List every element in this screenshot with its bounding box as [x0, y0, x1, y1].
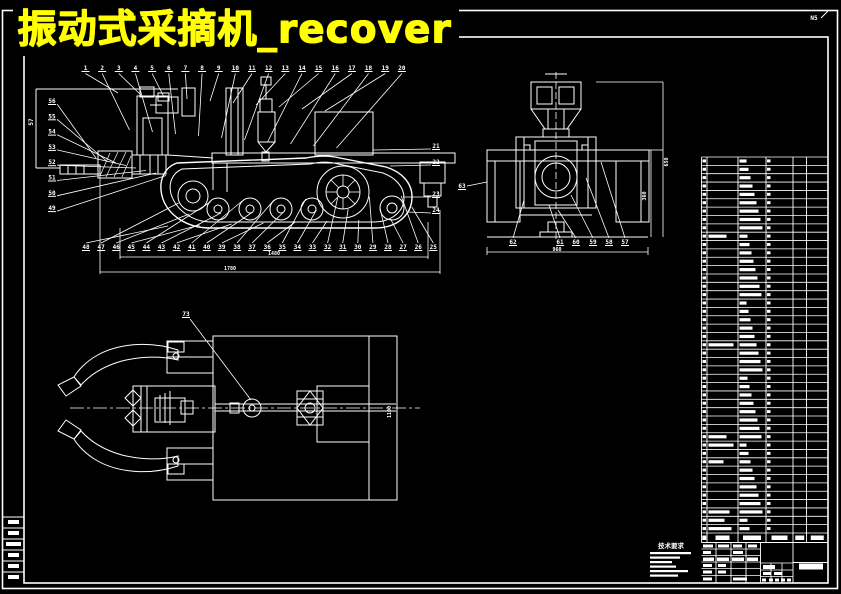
svg-text:960: 960 [552, 247, 561, 253]
drawing-title: 振动式采摘机_recover [13, 6, 460, 56]
svg-text:16: 16 [332, 65, 340, 72]
svg-text:1: 1 [84, 65, 88, 72]
svg-text:40: 40 [203, 244, 211, 251]
svg-text:10: 10 [232, 65, 240, 72]
bom-table [701, 156, 829, 543]
svg-text:650: 650 [664, 157, 670, 166]
svg-text:28: 28 [384, 244, 392, 251]
front-view: 650 360 960 [486, 72, 670, 255]
svg-text:41: 41 [188, 244, 196, 251]
svg-text:48: 48 [82, 244, 90, 251]
sheet-frame [1, 9, 839, 590]
svg-text:59: 59 [589, 239, 597, 246]
svg-text:58: 58 [605, 239, 613, 246]
svg-text:22: 22 [432, 159, 440, 166]
svg-text:18: 18 [365, 65, 373, 72]
svg-text:技术要求: 技术要求 [658, 541, 685, 550]
tech-notes: 技术要求 [650, 541, 691, 577]
svg-text:54: 54 [48, 129, 56, 136]
svg-text:39: 39 [218, 244, 226, 251]
svg-text:42: 42 [173, 244, 181, 251]
svg-text:21: 21 [432, 143, 440, 150]
svg-text:43: 43 [158, 244, 166, 251]
svg-text:360: 360 [642, 191, 648, 200]
svg-text:37: 37 [248, 244, 256, 251]
svg-text:N5: N5 [810, 15, 818, 22]
svg-text:12: 12 [265, 65, 273, 72]
top-view-callouts: 73 [182, 311, 252, 401]
svg-text:47: 47 [97, 244, 105, 251]
svg-text:1480: 1480 [268, 251, 280, 257]
svg-text:19: 19 [382, 65, 390, 72]
svg-text:45: 45 [128, 244, 136, 251]
svg-text:32: 32 [324, 244, 332, 251]
svg-text:30: 30 [354, 244, 362, 251]
svg-text:4: 4 [134, 65, 138, 72]
svg-text:73: 73 [182, 311, 190, 318]
svg-text:35: 35 [279, 244, 287, 251]
svg-text:27: 27 [399, 244, 407, 251]
svg-text:49: 49 [48, 205, 56, 212]
svg-text:11: 11 [248, 65, 256, 72]
svg-text:6: 6 [167, 65, 171, 72]
svg-text:1100: 1100 [387, 406, 393, 418]
svg-text:24: 24 [432, 207, 440, 214]
svg-text:26: 26 [415, 244, 423, 251]
svg-text:5: 5 [150, 65, 154, 72]
svg-text:23: 23 [432, 191, 440, 198]
svg-text:14: 14 [298, 65, 306, 72]
svg-text:44: 44 [143, 244, 151, 251]
side-view: 1480 1780 57 [28, 76, 456, 274]
svg-text:8: 8 [200, 65, 204, 72]
svg-text:1780: 1780 [224, 266, 236, 272]
svg-text:38: 38 [233, 244, 241, 251]
svg-text:3: 3 [117, 65, 121, 72]
svg-text:13: 13 [282, 65, 290, 72]
svg-text:62: 62 [509, 239, 517, 246]
svg-text:9: 9 [217, 65, 221, 72]
svg-text:15: 15 [315, 65, 323, 72]
svg-text:55: 55 [48, 113, 56, 120]
svg-text:36: 36 [264, 244, 272, 251]
top-view: 1100 [57, 335, 420, 501]
svg-text:50: 50 [48, 190, 56, 197]
svg-text:33: 33 [309, 244, 317, 251]
svg-text:57: 57 [28, 118, 35, 126]
svg-text:34: 34 [294, 244, 302, 251]
corner-mark: N5 [810, 10, 829, 22]
svg-text:51: 51 [48, 175, 56, 182]
svg-text:53: 53 [48, 144, 56, 151]
svg-text:20: 20 [398, 65, 406, 72]
svg-text:31: 31 [339, 244, 347, 251]
svg-text:52: 52 [48, 159, 56, 166]
svg-text:25: 25 [430, 244, 438, 251]
svg-text:17: 17 [348, 65, 356, 72]
svg-text:61: 61 [556, 239, 564, 246]
svg-text:60: 60 [572, 239, 580, 246]
svg-text:63: 63 [458, 183, 466, 190]
svg-text:7: 7 [184, 65, 188, 72]
margin-ladder [3, 516, 24, 579]
svg-text:57: 57 [621, 239, 629, 246]
title-block [701, 542, 828, 583]
svg-text:46: 46 [113, 244, 121, 251]
front-view-callouts: 62 61 60 59 58 57 63 [458, 161, 629, 246]
svg-text:29: 29 [369, 244, 377, 251]
svg-text:2: 2 [100, 65, 104, 72]
svg-text:56: 56 [48, 98, 56, 105]
